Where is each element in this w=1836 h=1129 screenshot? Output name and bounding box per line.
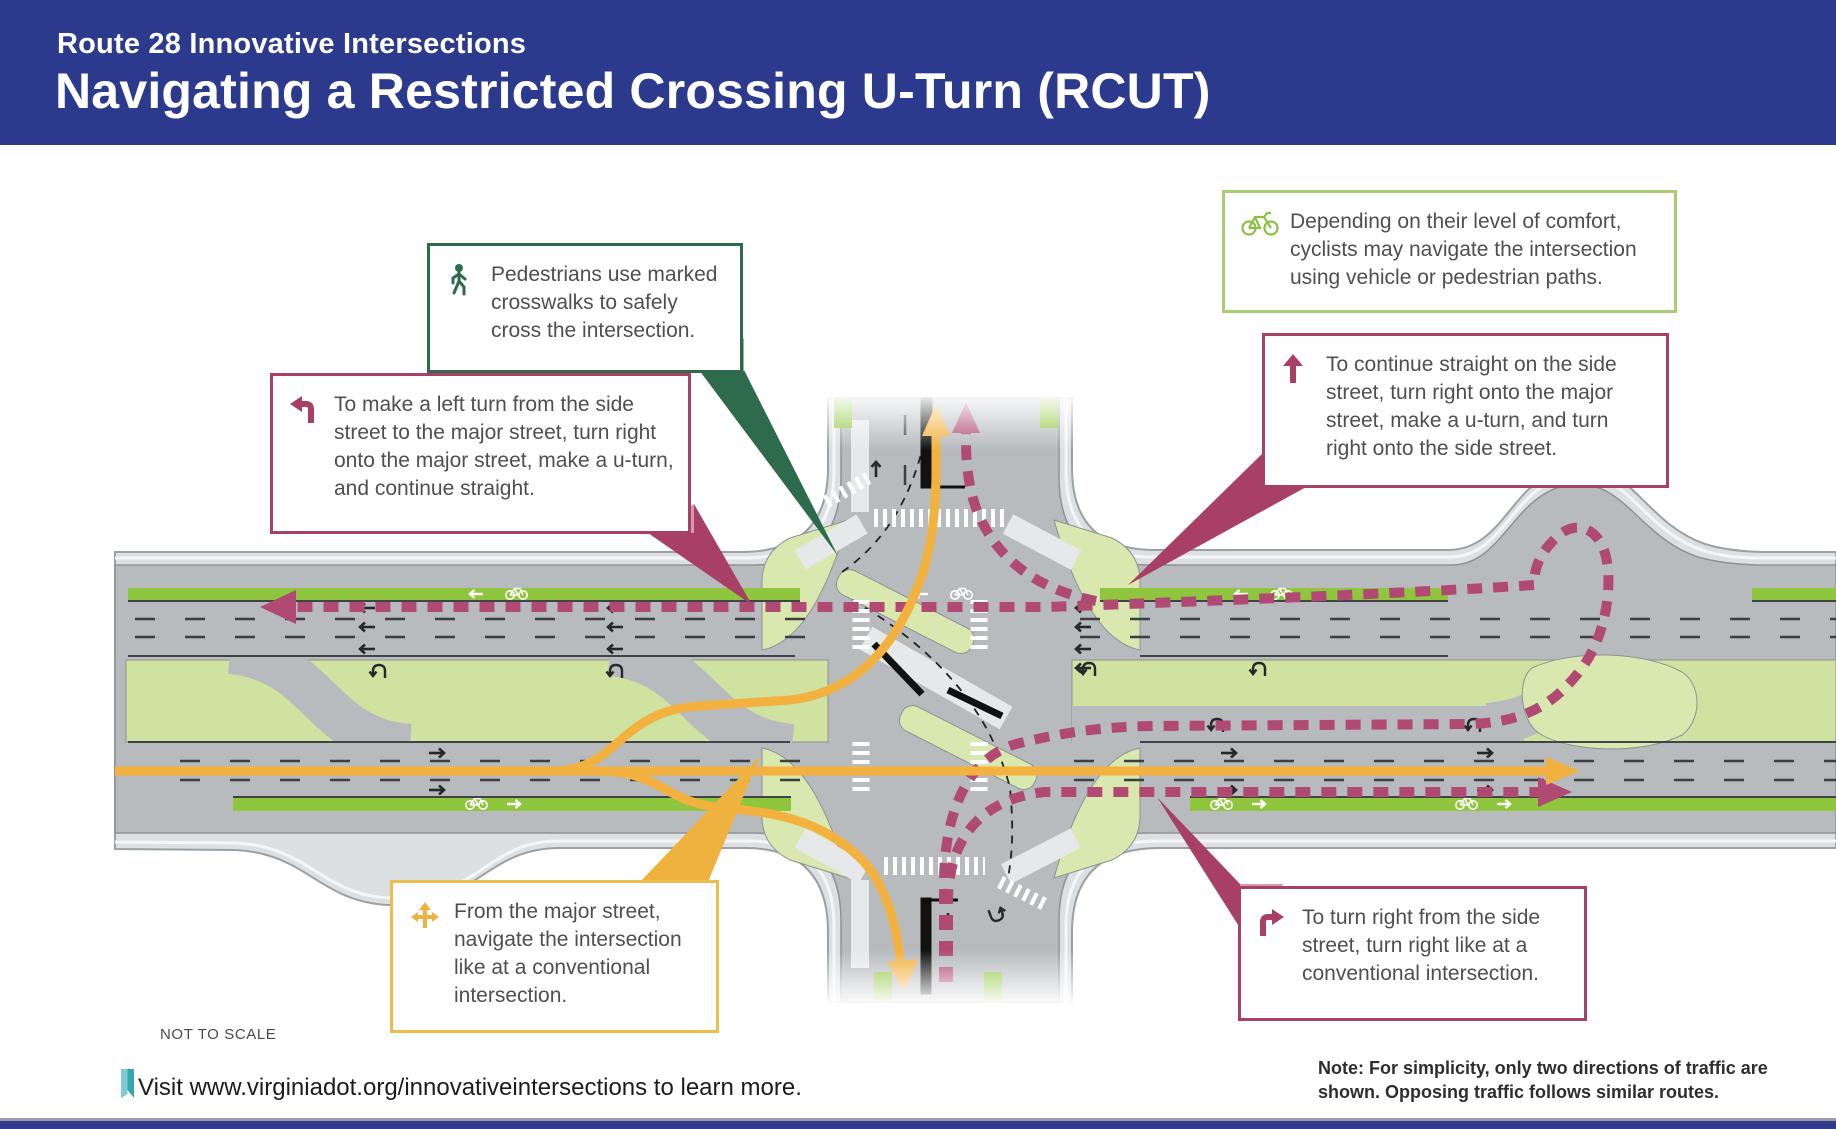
uturn-bulb-island — [1521, 654, 1698, 750]
guide-curves — [841, 411, 1014, 879]
callout-continue-straight-text: To continue straight on the side street,… — [1326, 353, 1617, 460]
callout-right-turn-text: To turn right from the side street, turn… — [1302, 906, 1541, 985]
traffic-note: Note: For simplicity, only two direction… — [1318, 1058, 1768, 1102]
pointer-major-street — [640, 756, 760, 882]
header-banner: Route 28 Innovative Intersections Naviga… — [0, 0, 1836, 145]
right-turn-arrow-icon — [1257, 904, 1291, 946]
header-eyebrow: Route 28 Innovative Intersections — [57, 28, 527, 60]
bottom-bar — [0, 1121, 1836, 1129]
bicycle-icon — [1241, 208, 1279, 244]
route-uturn-loop — [939, 522, 1614, 982]
visit-link-line: Visit www.virginiadot.org/innovativeinte… — [120, 1068, 802, 1107]
visit-text: Visit www.virginiadot.org/innovativeinte… — [138, 1073, 802, 1101]
route-right-to-south — [595, 766, 907, 971]
page-title: Navigating a Restricted Crossing U-Turn … — [55, 63, 1211, 119]
lane-lines — [128, 415, 1836, 798]
side-street-routes — [292, 430, 1614, 982]
callout-cyclist-text: Depending on their level of comfort, cyc… — [1290, 210, 1637, 289]
pointer-right-turn — [1157, 797, 1240, 928]
callout-left-turn: To make a left turn from the side street… — [270, 373, 691, 534]
callout-left-turn-text: To make a left turn from the side street… — [334, 393, 674, 500]
up-arrow-icon — [1281, 351, 1315, 393]
pointer-pedestrian — [699, 370, 838, 556]
crosswalks — [822, 472, 1047, 910]
callout-cyclist: Depending on their level of comfort, cyc… — [1222, 190, 1677, 313]
major-street-routes — [115, 434, 1548, 971]
callout-major-street-text: From the major street, navigate the inte… — [454, 900, 682, 1007]
callout-major-street: From the major street, navigate the inte… — [390, 880, 719, 1033]
route-right-turn — [943, 787, 1540, 982]
three-way-arrow-icon — [409, 898, 443, 940]
callout-pedestrian-text: Pedestrians use marked crosswalks to saf… — [491, 263, 718, 342]
callout-continue-straight: To continue straight on the side street,… — [1262, 333, 1669, 488]
bookmark-icon — [120, 1068, 135, 1107]
pedestrian-icon — [446, 261, 480, 305]
callout-pedestrian: Pedestrians use marked crosswalks to saf… — [427, 243, 743, 373]
left-turn-arrow-icon — [289, 391, 323, 433]
not-to-scale-label: NOT TO SCALE — [160, 1026, 277, 1043]
routes — [115, 402, 1614, 992]
callout-right-turn: To turn right from the side street, turn… — [1238, 886, 1587, 1021]
route-continue-west — [292, 580, 1535, 612]
bottom-divider — [0, 1118, 1836, 1121]
route-left-to-north — [551, 434, 941, 776]
